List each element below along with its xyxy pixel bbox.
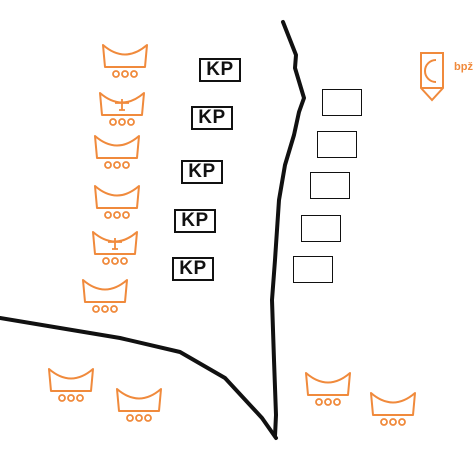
kp-box: KP <box>181 160 223 184</box>
kp-box: KP <box>172 257 214 281</box>
unit-symbol <box>303 370 353 408</box>
crescent-pennant-icon <box>420 52 444 102</box>
unit-symbol <box>92 133 142 171</box>
unit-symbol-cross <box>90 229 140 267</box>
unit-symbol <box>80 277 130 315</box>
empty-box <box>317 131 357 158</box>
empty-box <box>310 172 350 199</box>
kp-box: KP <box>174 209 216 233</box>
bpz-label: bpž <box>454 61 473 73</box>
empty-box <box>293 256 333 283</box>
bpz-symbol: bpž <box>418 50 474 106</box>
horizontal-boundary-line <box>0 316 278 440</box>
unit-symbol <box>368 390 418 428</box>
unit-symbol <box>92 183 142 221</box>
unit-symbol-cross <box>97 90 147 128</box>
empty-box <box>301 215 341 242</box>
unit-symbol <box>100 42 150 80</box>
kp-box: KP <box>199 58 241 82</box>
unit-symbol <box>46 366 96 404</box>
empty-box <box>322 89 362 116</box>
vertical-boundary-line <box>270 20 306 438</box>
kp-box: KP <box>191 106 233 130</box>
unit-symbol <box>114 386 164 424</box>
